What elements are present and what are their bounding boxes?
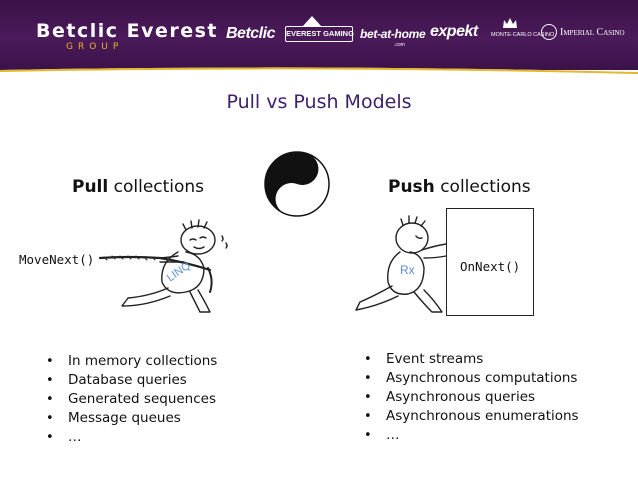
movenext-method-label: MoveNext() bbox=[19, 252, 95, 267]
brand-everest-gaming-logo: EVEREST GAMING bbox=[285, 26, 354, 42]
brand-betclic-logo: Betclic bbox=[226, 25, 275, 42]
list-item: Event streams bbox=[362, 350, 579, 369]
crown-icon bbox=[503, 18, 517, 28]
rx-label: Rx bbox=[400, 263, 415, 277]
list-item: Asynchronous enumerations bbox=[362, 407, 579, 426]
onnext-method-label: OnNext() bbox=[460, 259, 521, 274]
slide-title: Pull vs Push Models bbox=[226, 91, 412, 113]
brand-bet-at-home-logo: bet-at-home bbox=[360, 27, 426, 41]
pull-sources-list: In memory collections Database queries G… bbox=[44, 352, 217, 447]
company-logo-subtitle: GROUP bbox=[66, 42, 124, 52]
imperial-casino-emblem-icon bbox=[541, 24, 557, 40]
banner-gold-swoosh bbox=[0, 67, 638, 76]
company-logo-text: Betclic Everest bbox=[36, 20, 219, 42]
list-item: … bbox=[362, 426, 579, 445]
brand-imperial-casino-logo: Imperial Casino bbox=[560, 27, 625, 38]
pull-collections-heading: Pull collections bbox=[72, 177, 205, 197]
push-box-shape bbox=[446, 208, 534, 316]
list-item: … bbox=[44, 428, 217, 447]
list-item: Generated sequences bbox=[44, 390, 217, 409]
push-sources-list: Event streams Asynchronous computations … bbox=[362, 350, 579, 445]
everest-mountain-icon bbox=[303, 16, 321, 26]
linq-label: LINQ bbox=[164, 259, 193, 285]
brand-monte-carlo-logo: MONTE-CARLO CASINO bbox=[491, 32, 555, 38]
brand-expekt-logo: expekt bbox=[430, 23, 478, 40]
header-banner bbox=[0, 0, 638, 70]
push-collections-heading: Push collections bbox=[388, 177, 531, 197]
list-item: In memory collections bbox=[44, 352, 217, 371]
list-item: Asynchronous queries bbox=[362, 388, 579, 407]
brand-bet-at-home-suffix: .com bbox=[394, 42, 405, 48]
list-item: Database queries bbox=[44, 371, 217, 390]
list-item: Message queues bbox=[44, 409, 217, 428]
list-item: Asynchronous computations bbox=[362, 369, 579, 388]
